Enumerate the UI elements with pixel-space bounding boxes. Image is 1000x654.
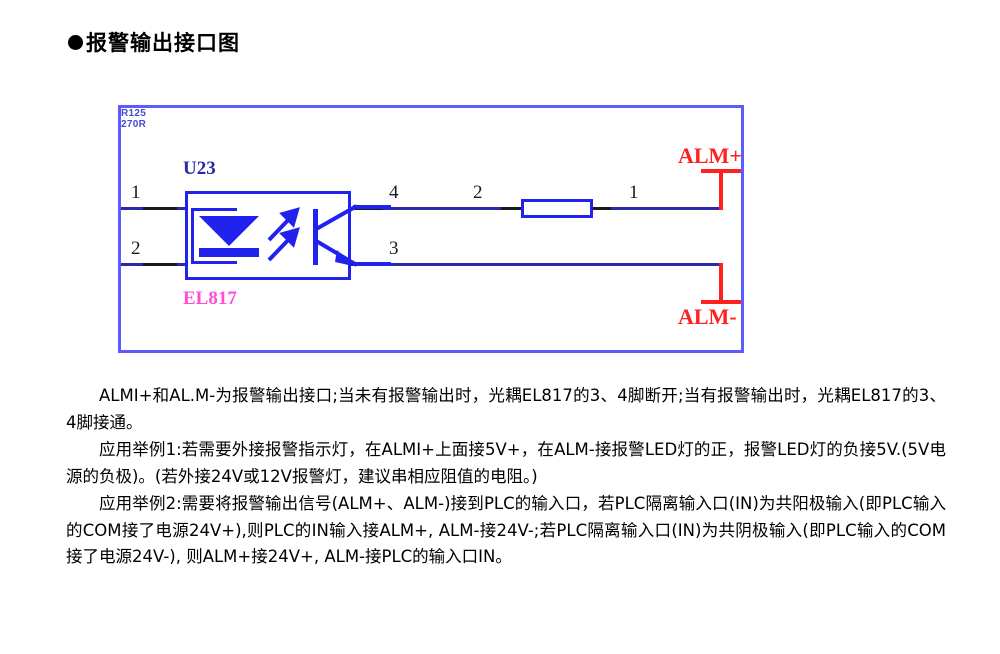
resistor-designator: R125 [121, 108, 147, 119]
optocoupler-package-outline [185, 191, 351, 280]
led-diode-icon [199, 216, 259, 246]
phototransistor-icon [315, 204, 391, 267]
paragraph-overview: ALMI+和AL.M-为报警输出接口;当未有报警输出时，光耦EL817的3、4脚… [66, 386, 946, 432]
resistor-value: 270R [121, 119, 147, 130]
description-text-block: ALMI+和AL.M-为报警输出接口;当未有报警输出时，光耦EL817的3、4脚… [66, 383, 946, 572]
led-bracket [191, 208, 237, 264]
alarm-output-schematic: R125 270R 1 2 4 3 2 1 U23 EL817 ALM+ ALM… [118, 105, 744, 353]
optocoupler-part-number: EL817 [183, 288, 237, 309]
pin-label-u23-2: 2 [131, 238, 141, 259]
almminus-terminal-bar [701, 300, 741, 304]
wire-resistor-lead-left [501, 207, 525, 210]
almplus-terminal-stem [719, 169, 723, 210]
wire-pin4-to-resistor [383, 207, 521, 210]
light-emission-arrows-icon [267, 207, 300, 262]
transistor-base-bar [313, 209, 318, 265]
almplus-terminal-label: ALM+ [678, 143, 742, 168]
page-title: 报警输出接口图 [68, 27, 240, 57]
wire-pin3-to-almminus [383, 263, 721, 266]
wire-resistor-lead-right [589, 207, 617, 210]
pin-label-u23-1: 1 [131, 182, 141, 203]
wire-pin1-lead [143, 207, 177, 210]
pin-label-r125-1: 1 [629, 182, 639, 203]
wire-pin2-lead [143, 263, 177, 266]
pin-label-u23-3: 3 [389, 238, 399, 259]
paragraph-example-1: 应用举例1:若需要外接报警指示灯，在ALMI+上面接5V+，在ALM-接报警LE… [66, 440, 946, 486]
almplus-terminal-bar [701, 169, 741, 173]
bullet-icon [68, 34, 83, 50]
resistor-body [521, 199, 593, 218]
led-cathode-bar [199, 248, 259, 257]
pin-label-r125-2: 2 [473, 182, 483, 203]
wire-resistor-to-almplus [611, 207, 721, 210]
page-title-text: 报警输出接口图 [86, 31, 240, 55]
paragraph-example-2: 应用举例2:需要将报警输出信号(ALM+、ALM-)接到PLC的输入口，若PLC… [66, 494, 946, 566]
almminus-terminal-stem [719, 263, 723, 304]
pin-label-u23-4: 4 [389, 182, 399, 203]
optocoupler-designator: U23 [183, 158, 216, 179]
almminus-terminal-label: ALM- [678, 304, 737, 329]
